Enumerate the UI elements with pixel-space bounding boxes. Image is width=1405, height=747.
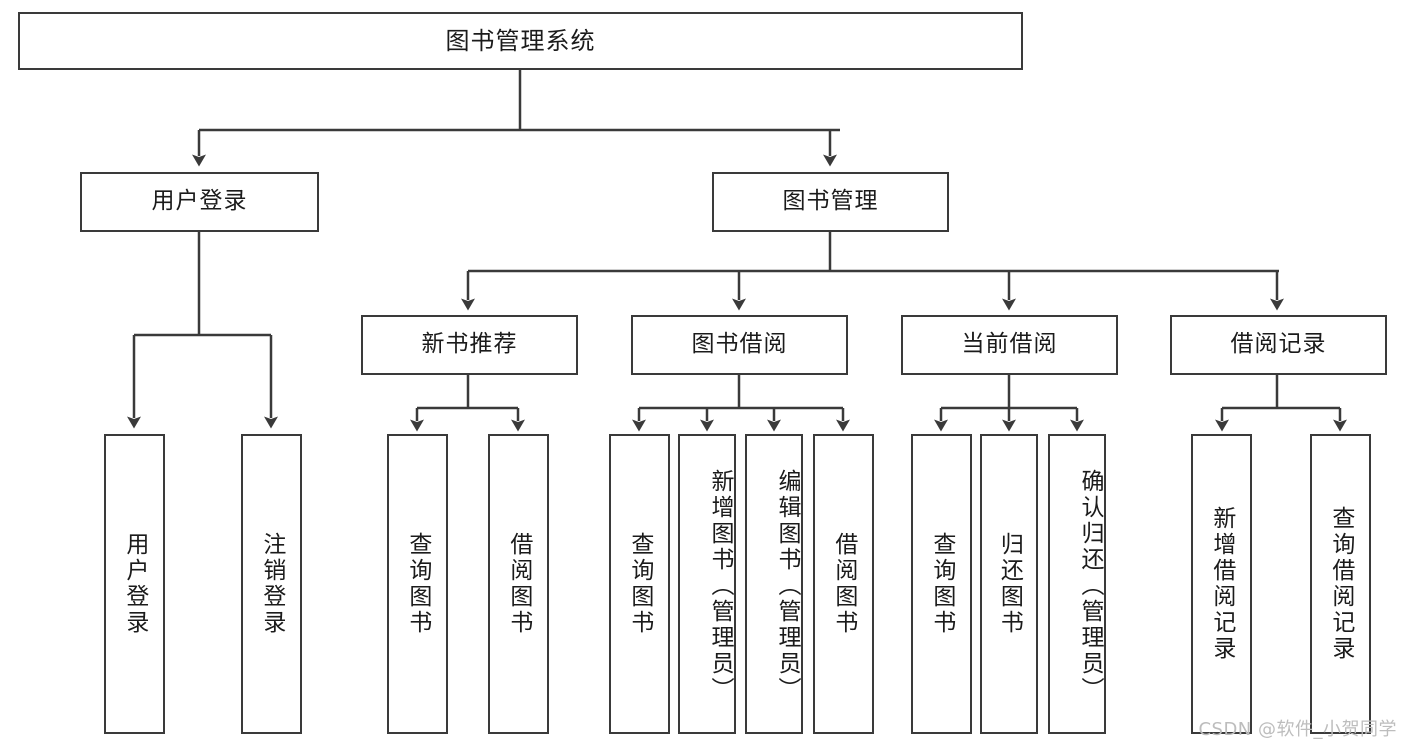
- leaf-query-book-current[interactable]: 查询图书: [911, 434, 972, 734]
- node-label: 借阅图书: [505, 532, 532, 636]
- node-label: 注销登录: [258, 532, 285, 636]
- leaf-query-book-borrow[interactable]: 查询图书: [609, 434, 670, 734]
- node-label: 借阅记录: [1230, 331, 1327, 358]
- node-label: 查询图书: [626, 532, 653, 636]
- node-book-management[interactable]: 图书管理: [712, 172, 949, 232]
- leaf-confirm-return-admin[interactable]: 确认归还（管理员）: [1048, 434, 1106, 734]
- leaf-logout-login[interactable]: 注销登录: [241, 434, 302, 734]
- node-borrow-record[interactable]: 借阅记录: [1170, 315, 1387, 375]
- node-label: 当前借阅: [961, 331, 1058, 358]
- node-label: 归还图书: [996, 532, 1023, 636]
- node-label: 查询借阅记录: [1327, 506, 1354, 662]
- leaf-query-book-recommend[interactable]: 查询图书: [387, 434, 448, 734]
- node-root-book-management-system[interactable]: 图书管理系统: [18, 12, 1023, 70]
- node-label: 图书管理系统: [445, 26, 596, 55]
- node-label: 图书借阅: [691, 331, 788, 358]
- node-user-login[interactable]: 用户登录: [80, 172, 319, 232]
- leaf-borrow-book-recommend[interactable]: 借阅图书: [488, 434, 549, 734]
- node-book-borrow[interactable]: 图书借阅: [631, 315, 848, 375]
- leaf-borrow-book-borrow[interactable]: 借阅图书: [813, 434, 874, 734]
- leaf-query-borrow-record[interactable]: 查询借阅记录: [1310, 434, 1371, 734]
- leaf-return-book[interactable]: 归还图书: [980, 434, 1038, 734]
- node-label: 借阅图书: [830, 532, 857, 636]
- leaf-user-login[interactable]: 用户登录: [104, 434, 165, 734]
- node-label: 查询图书: [404, 532, 431, 636]
- node-label: 新增图书（管理员）: [707, 469, 733, 703]
- node-new-book-recommend[interactable]: 新书推荐: [361, 315, 578, 375]
- node-label: 查询图书: [928, 532, 955, 636]
- node-label: 用户登录: [151, 188, 248, 215]
- node-label: 新书推荐: [421, 331, 518, 358]
- leaf-add-book-admin[interactable]: 新增图书（管理员）: [678, 434, 736, 734]
- leaf-add-borrow-record[interactable]: 新增借阅记录: [1191, 434, 1252, 734]
- node-label: 新增借阅记录: [1208, 506, 1235, 662]
- node-current-borrow[interactable]: 当前借阅: [901, 315, 1118, 375]
- leaf-edit-book-admin[interactable]: 编辑图书（管理员）: [745, 434, 803, 734]
- node-label: 图书管理: [782, 188, 879, 215]
- csdn-watermark: CSDN @软件_小贺同学: [1198, 719, 1397, 740]
- node-label: 确认归还（管理员）: [1077, 469, 1103, 703]
- node-label: 用户登录: [121, 532, 148, 636]
- node-label: 编辑图书（管理员）: [774, 469, 800, 703]
